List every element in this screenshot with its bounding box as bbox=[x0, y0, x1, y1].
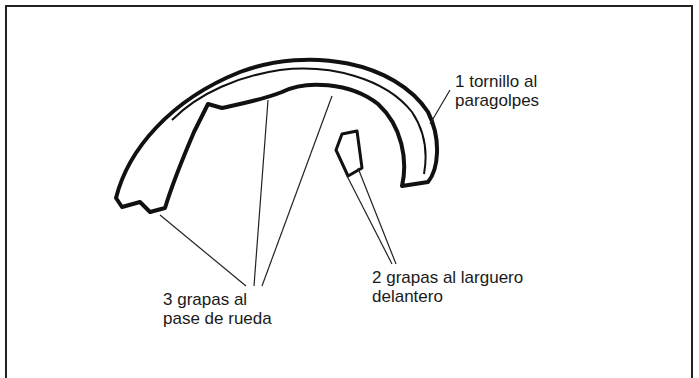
frame bbox=[6, 6, 692, 378]
callout-label: 1 tornillo al paragolpes bbox=[455, 72, 575, 110]
leader-lines bbox=[160, 90, 450, 286]
callout-label: 2 grapas al larguero delantero bbox=[372, 268, 547, 306]
liner-outline bbox=[116, 60, 437, 212]
liner-inner-edge bbox=[172, 69, 426, 174]
callout-label: 3 grapas al pase de rueda bbox=[163, 290, 281, 328]
